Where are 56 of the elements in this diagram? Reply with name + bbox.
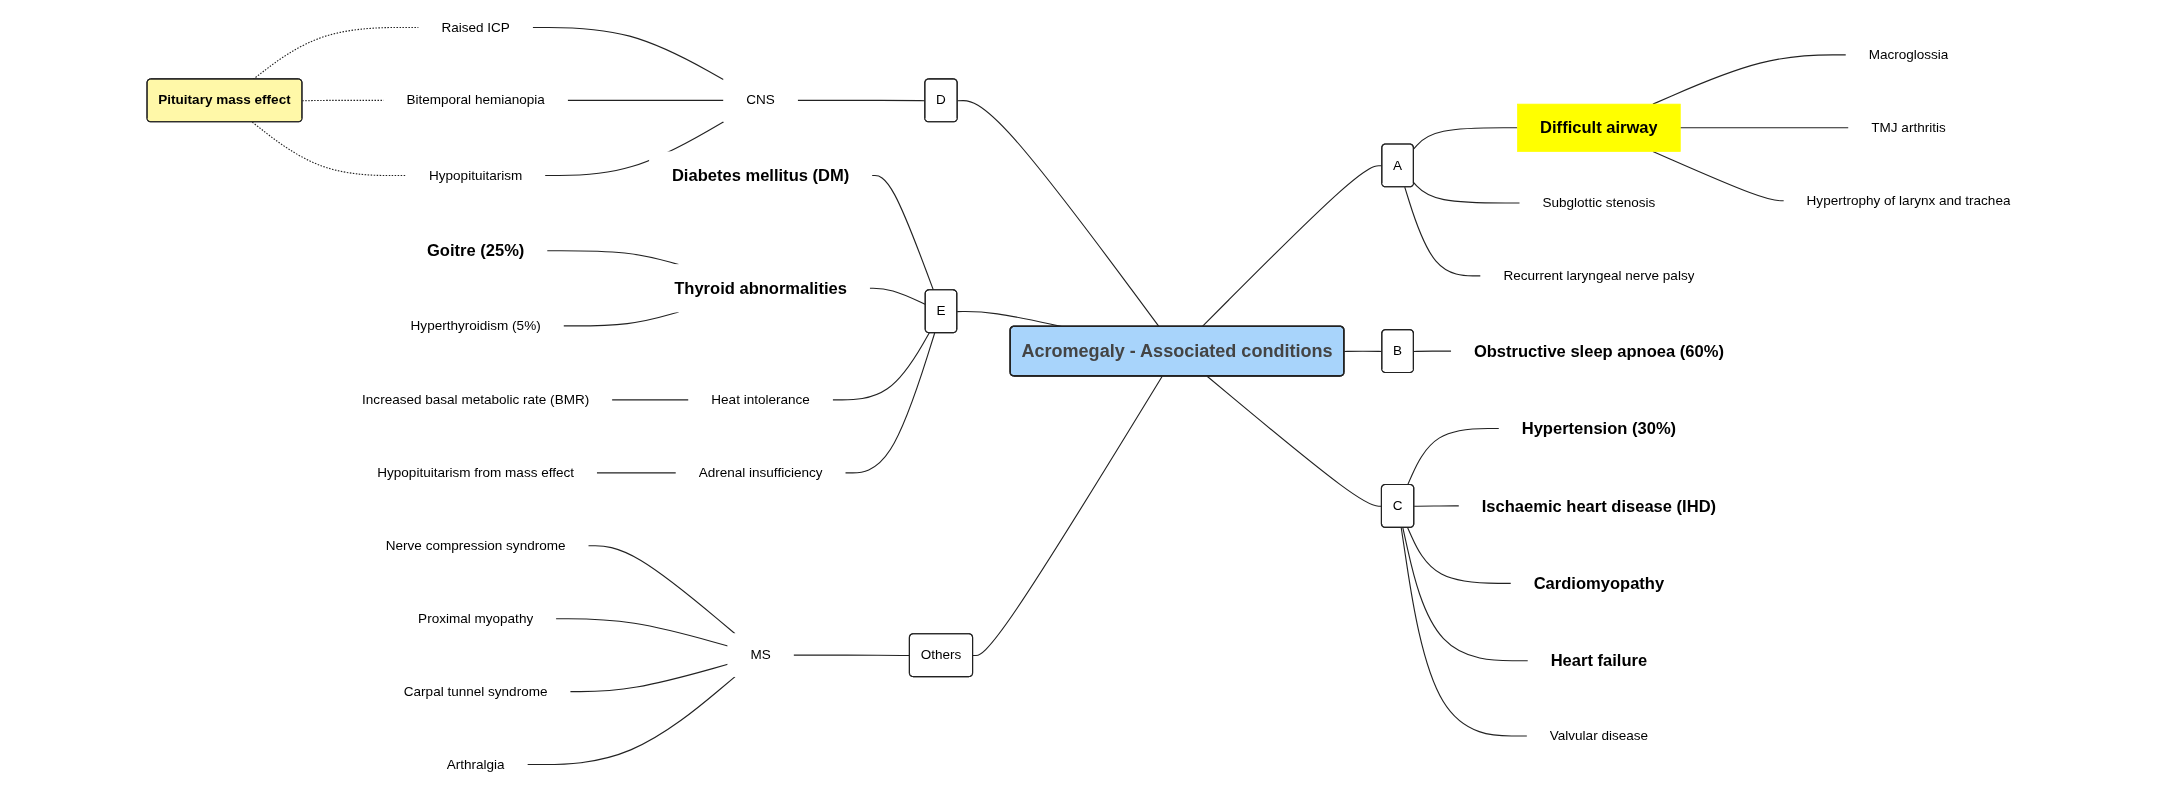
node-text: Hypopituitarism from mass effect	[377, 464, 575, 481]
connector	[871, 175, 935, 291]
node-text: MS	[750, 647, 772, 663]
node-text: Macroglossia	[1869, 47, 1949, 63]
connector	[957, 100, 1161, 328]
node-text: Raised ICP	[441, 19, 511, 35]
node-text: Hypopituitarism	[429, 167, 523, 183]
node-text: Hypertension (30%)	[1522, 419, 1677, 438]
node-text: Thyroid abnormalities	[674, 278, 848, 298]
connector	[1413, 182, 1521, 204]
connector	[1407, 427, 1501, 486]
connector	[527, 676, 737, 766]
node-text: Nerve compression syndrome	[386, 537, 566, 553]
node-text: Hypertrophy of larynx and trachea	[1807, 192, 2011, 208]
node-text: Increased basal metabolic rate (BMR)	[362, 392, 590, 408]
node-text: Hyperthyroidism (5%)	[411, 318, 542, 334]
connector	[588, 545, 737, 635]
connector	[555, 618, 729, 647]
node-text: CNS	[746, 92, 776, 108]
node-text: Heat intolerance	[711, 392, 811, 408]
connector	[1404, 186, 1482, 277]
node-text: Goitre (25%)	[427, 241, 525, 261]
node-text: Bitemporal hemianopia	[406, 92, 546, 108]
connector	[544, 121, 725, 177]
connector	[1680, 127, 1850, 129]
connector	[596, 472, 678, 474]
node-text: Carpal tunnel syndrome	[404, 683, 548, 699]
connector	[611, 399, 690, 401]
node-text: Proximal myopathy	[418, 610, 534, 626]
node-text: Ischaemic heart disease (IHD)	[1482, 496, 1717, 516]
connector	[1652, 54, 1848, 105]
node-text: Diabetes mellitus (DM)	[672, 166, 850, 185]
connector	[832, 332, 931, 401]
connector	[532, 26, 725, 81]
connector	[1401, 527, 1529, 737]
connector	[253, 26, 420, 80]
connector	[302, 99, 385, 102]
node-text: Recurrent laryngeal nerve palsy	[1503, 268, 1695, 284]
connector	[1413, 350, 1453, 353]
connector	[845, 332, 936, 474]
connector	[567, 99, 725, 101]
node-text: TMJ arthritis	[1871, 119, 1947, 135]
node-text: Arthralgia	[447, 756, 506, 772]
node-text: Obstructive sleep apnoea (60%)	[1474, 341, 1725, 361]
connector	[569, 663, 729, 693]
node-text: Subglottic stenosis	[1542, 195, 1656, 211]
connector	[1407, 527, 1513, 584]
node-box: Difficult airway	[1517, 103, 1682, 152]
connector	[1652, 150, 1786, 202]
connector	[1413, 127, 1519, 150]
node-text: Heart failure	[1551, 651, 1648, 671]
node-text: Valvular disease	[1550, 728, 1649, 744]
node-text: Cardiomyopathy	[1534, 573, 1665, 593]
node-text: Adrenal insufficiency	[699, 464, 823, 481]
connector	[1414, 505, 1461, 507]
connector	[1402, 527, 1530, 662]
